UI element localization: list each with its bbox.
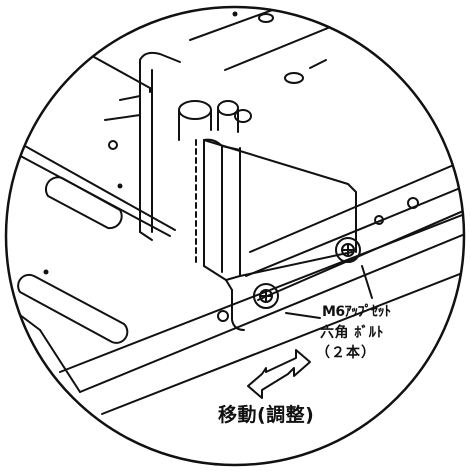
upper-plate-outline	[6, 7, 176, 237]
front-bracket	[195, 138, 357, 331]
surface-dots	[43, 11, 238, 275]
bolt-right	[335, 237, 361, 263]
upper-right-plate	[189, 7, 464, 71]
left-slot-lower	[17, 273, 129, 344]
rear-bracket	[104, 51, 181, 241]
bolt-spec-label: M6ｱｯﾌﾟｾｯﾄ	[322, 304, 391, 320]
detail-circle	[4, 5, 466, 467]
guide-rail	[6, 157, 464, 415]
movement-arrow-icon	[247, 349, 311, 399]
locating-pin	[178, 100, 252, 141]
bolt-quantity-label: （２本）	[316, 345, 376, 361]
mounting-holes	[108, 13, 419, 322]
bolt-left	[253, 283, 279, 309]
callout-leaders	[285, 265, 373, 319]
movement-adjust-label: 移動(調整)	[218, 404, 315, 426]
left-slot-upper	[45, 176, 123, 230]
bolt-type-label: 六角 ﾎﾞﾙﾄ	[320, 325, 384, 341]
